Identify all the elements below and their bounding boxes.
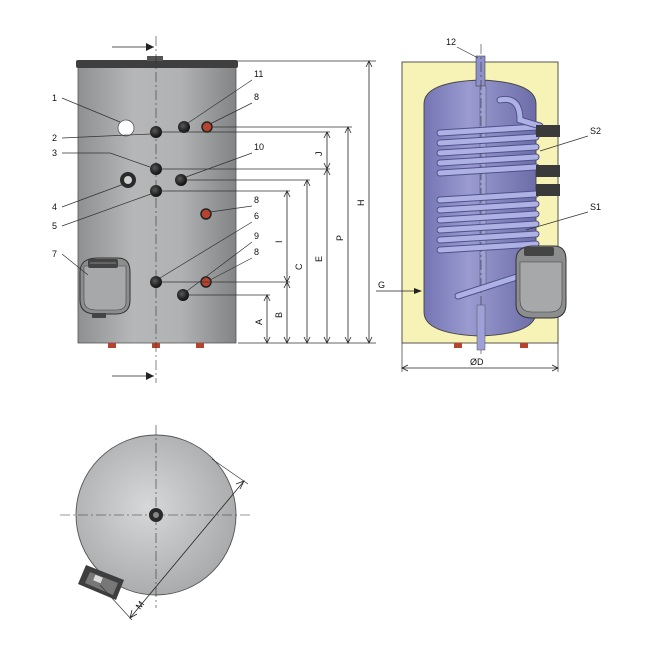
label-7: 7	[52, 249, 57, 259]
label-11: 11	[254, 69, 263, 79]
dim-I: I	[274, 240, 284, 243]
port-3	[150, 163, 162, 175]
port-9	[177, 289, 189, 301]
top-tube	[475, 55, 486, 87]
label-6: 6	[254, 211, 259, 221]
label-4: 4	[52, 202, 57, 212]
section-foot	[454, 343, 462, 348]
label-5: 5	[52, 221, 57, 231]
sensor-port-1	[117, 119, 135, 137]
label-8-top: 8	[254, 92, 259, 102]
dim-M-line	[129, 480, 245, 619]
port-2	[150, 126, 162, 138]
foot	[108, 343, 116, 348]
port-8-mid	[200, 208, 212, 220]
label-S1: S1	[590, 202, 601, 212]
heater-unit-7	[79, 257, 131, 318]
dim-A: A	[254, 319, 264, 325]
nozzle-s1-in	[536, 184, 560, 196]
section-view: 12 S2 S1 G ØD	[376, 37, 601, 372]
section-foot	[520, 343, 528, 348]
front-view: 1 2 3 4 5 7 11 8 10 8 6 9 8	[52, 36, 376, 383]
dim-P: P	[335, 235, 345, 241]
front-dimensions: A B I C E J	[160, 60, 376, 344]
label-3: 3	[52, 148, 57, 158]
label-9: 9	[254, 231, 259, 241]
port-10	[175, 174, 187, 186]
front-leaders: 1 2 3 4 5 7 11 8 10 8 6 9 8	[52, 69, 264, 292]
dim-B: B	[274, 312, 284, 318]
top-heater-housing	[78, 565, 124, 600]
label-10: 10	[254, 142, 264, 152]
top-nozzle	[147, 56, 163, 61]
label-2: 2	[52, 133, 57, 143]
dim-H: H	[356, 200, 366, 207]
port-5	[150, 185, 162, 197]
nozzle-s2-out	[536, 165, 560, 177]
coil-lower-S1	[436, 190, 540, 300]
dim-D: ØD	[470, 357, 484, 367]
foot	[196, 343, 204, 348]
label-8-low: 8	[254, 247, 259, 257]
nozzle-s2-in	[536, 125, 560, 137]
section-heater	[515, 245, 567, 319]
drain-tube	[476, 304, 486, 351]
coil-upper-S2	[436, 95, 544, 177]
port-11	[178, 121, 190, 133]
dim-C: C	[294, 263, 304, 270]
label-1: 1	[52, 93, 57, 103]
label-8-mid: 8	[254, 195, 259, 205]
label-G: G	[378, 280, 385, 290]
port-6	[150, 276, 162, 288]
dim-J: J	[314, 152, 324, 157]
tank-top-cap	[76, 60, 238, 68]
top-view: M	[60, 425, 250, 621]
label-12: 12	[446, 37, 456, 47]
label-S2: S2	[590, 126, 601, 136]
dim-E: E	[314, 256, 324, 262]
